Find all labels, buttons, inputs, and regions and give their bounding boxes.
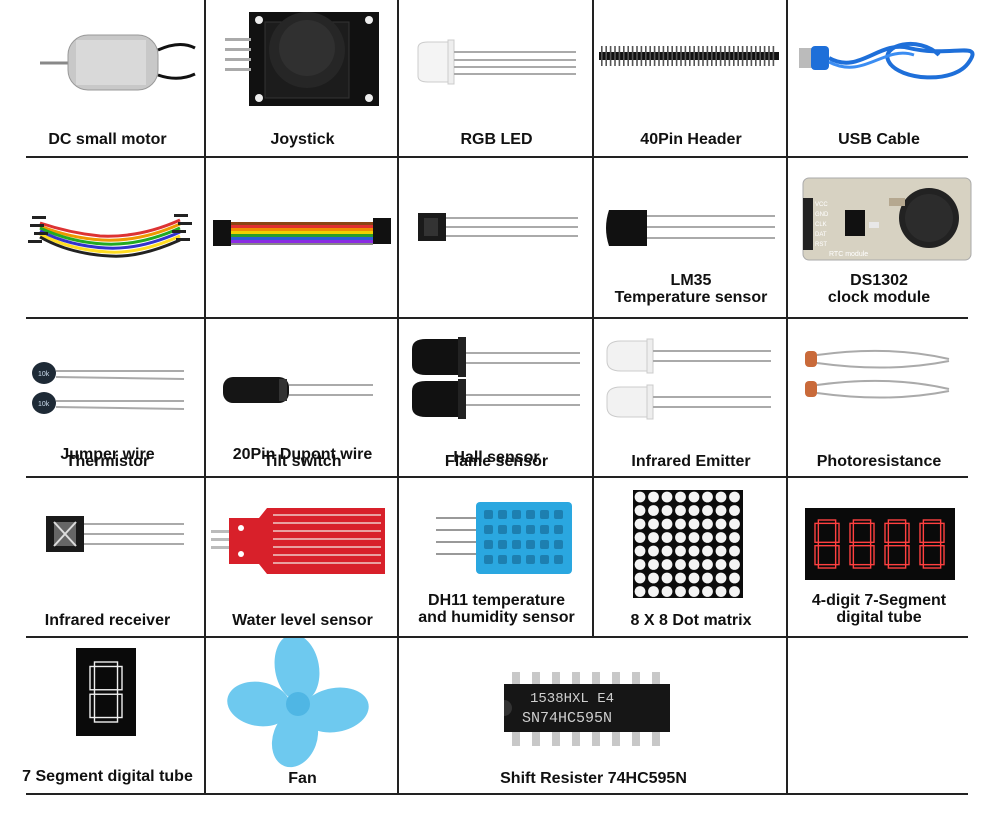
water-level-icon bbox=[211, 508, 385, 574]
flame-sensor-icon bbox=[412, 337, 580, 419]
rgb-led-icon bbox=[417, 39, 576, 85]
lm35-icon bbox=[606, 210, 775, 246]
svg-text:10k: 10k bbox=[38, 371, 50, 378]
label: RGB LED bbox=[460, 131, 533, 148]
label: LM35 bbox=[670, 272, 712, 289]
svg-text:SN74HC595N: SN74HC595N bbox=[522, 710, 612, 727]
photoresistor-icon bbox=[805, 349, 950, 399]
dot-matrix-icon bbox=[633, 490, 743, 598]
dupont-wire-icon bbox=[213, 218, 391, 246]
label: Fan bbox=[288, 770, 317, 787]
svg-text:VCC: VCC bbox=[815, 202, 828, 208]
cell-flame-sensor: Flame sensor bbox=[400, 319, 593, 476]
cell-pin-header: 40Pin Header bbox=[595, 0, 787, 156]
cell-thermistor: 10k 10k Thermistor bbox=[10, 319, 205, 476]
dht11-icon bbox=[436, 502, 572, 574]
cell-jumper-wire: Jumper wire bbox=[10, 158, 205, 463]
label: Infrared Emitter bbox=[631, 453, 751, 470]
cell-tilt-switch: Tilt switch bbox=[207, 319, 398, 476]
label: Hall sensor bbox=[453, 449, 540, 466]
label: 4-digit 7-Segment bbox=[811, 592, 947, 609]
cell-shift-register: 1538HXL E4 SN74HC595N Shift Resister 74H… bbox=[400, 638, 787, 793]
label: USB Cable bbox=[838, 131, 920, 148]
svg-text:GND: GND bbox=[815, 212, 829, 218]
cell-ds1302: VCC GND CLK DAT RST RTC module DS1302 cl… bbox=[789, 158, 972, 317]
label: Jumper wire bbox=[60, 446, 155, 463]
cell-seg1: 7 Segment digital tube bbox=[10, 638, 205, 793]
cell-seg4: 4-digit 7-Segment digital tube bbox=[789, 478, 969, 636]
label: DS1302 bbox=[850, 272, 908, 289]
label: Water level sensor bbox=[232, 612, 373, 629]
cell-water-level: Water level sensor bbox=[207, 478, 398, 636]
grid-divider bbox=[26, 793, 968, 795]
grid-divider bbox=[786, 0, 788, 795]
cell-ir-receiver: Infrared receiver bbox=[10, 478, 205, 636]
ir-emitter-icon bbox=[606, 338, 771, 420]
cell-rgb-led: RGB LED bbox=[400, 0, 593, 156]
label: Joystick bbox=[270, 131, 335, 148]
cell-joystick: Joystick bbox=[207, 0, 398, 156]
usb-cable-icon bbox=[799, 41, 975, 80]
label-line2: clock module bbox=[827, 289, 931, 306]
pin-header-icon bbox=[599, 46, 779, 66]
tilt-switch-icon bbox=[223, 377, 373, 403]
svg-text:CLK: CLK bbox=[815, 222, 827, 228]
label: 20Pin Dupont wire bbox=[232, 446, 373, 463]
hall-sensor-icon bbox=[418, 213, 578, 241]
grid-divider bbox=[204, 0, 206, 795]
label: Thermistor bbox=[65, 453, 150, 470]
label: Photoresistance bbox=[816, 453, 942, 470]
grid-divider bbox=[26, 317, 968, 319]
cell-dot-matrix: 8 X 8 Dot matrix bbox=[595, 478, 787, 636]
cell-fan: Fan bbox=[207, 638, 398, 793]
label: Tilt switch bbox=[263, 453, 342, 470]
svg-text:1538HXL E4: 1538HXL E4 bbox=[530, 691, 614, 707]
cell-usb-cable: USB Cable bbox=[789, 0, 975, 156]
seven-seg-4-icon bbox=[805, 508, 955, 580]
label: 7 Segment digital tube bbox=[22, 768, 193, 785]
grid-divider bbox=[26, 476, 968, 478]
label: Shift Resister 74HC595N bbox=[500, 770, 687, 787]
cell-dupont-wire: 20Pin Dupont wire bbox=[207, 158, 398, 463]
ir-receiver-icon bbox=[46, 516, 184, 552]
clock-module-icon: VCC GND CLK DAT RST RTC module bbox=[802, 177, 972, 261]
label-line2: digital tube bbox=[836, 609, 922, 626]
svg-text:DAT: DAT bbox=[815, 232, 827, 238]
label: 8 X 8 Dot matrix bbox=[630, 612, 752, 629]
ic-chip-icon: 1538HXL E4 SN74HC595N bbox=[504, 672, 670, 746]
grid-divider bbox=[26, 636, 968, 638]
joystick-icon bbox=[225, 12, 379, 106]
label-line2: and humidity sensor bbox=[418, 609, 575, 626]
cell-dht11: DH11 temperature and humidity sensor bbox=[400, 478, 593, 636]
label: DC small motor bbox=[48, 131, 167, 148]
cell-hall-sensor: Hall sensor bbox=[400, 158, 593, 466]
seven-seg-1-icon bbox=[76, 648, 136, 736]
fan-icon bbox=[227, 638, 369, 768]
cell-photoresistance: Photoresistance bbox=[789, 319, 969, 476]
svg-text:10k: 10k bbox=[38, 401, 50, 408]
thermistor-icon: 10k 10k bbox=[32, 362, 185, 414]
cell-dc-motor: DC small motor bbox=[10, 0, 205, 156]
label-line2: Temperature sensor bbox=[614, 289, 768, 306]
label: Infrared receiver bbox=[44, 612, 171, 629]
dc-motor-icon bbox=[40, 34, 196, 91]
label: DH11 temperature bbox=[428, 592, 565, 609]
svg-text:RST: RST bbox=[815, 242, 827, 248]
grid-divider bbox=[26, 156, 968, 158]
jumper-wire-icon bbox=[28, 214, 192, 258]
label: 40Pin Header bbox=[640, 131, 742, 148]
cell-lm35: LM35 Temperature sensor bbox=[595, 158, 787, 317]
grid-divider bbox=[397, 0, 399, 795]
cell-ir-emitter: Infrared Emitter bbox=[595, 319, 787, 476]
svg-text:RTC module: RTC module bbox=[829, 251, 868, 258]
label: Flame sensor bbox=[444, 453, 549, 470]
